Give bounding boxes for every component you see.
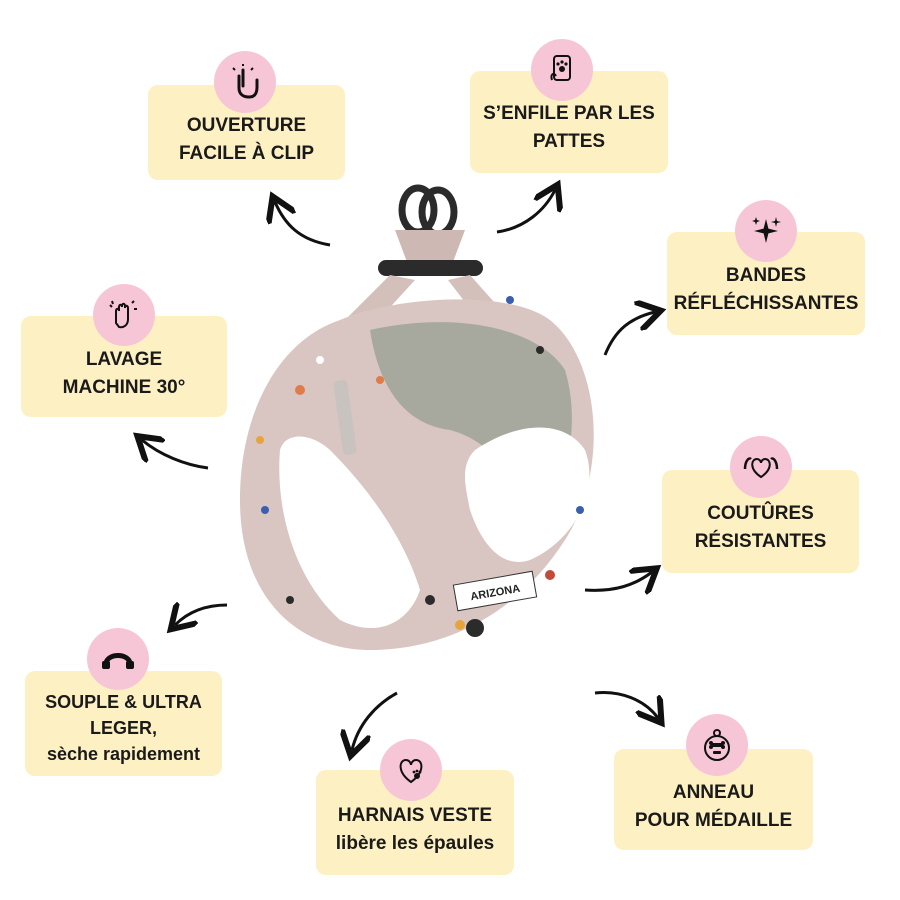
feature-light-line3: sèche rapidement — [46, 743, 201, 764]
arrow-wash — [142, 440, 209, 470]
heart-paw-icon — [380, 739, 442, 801]
feature-wash-line1: LAVAGE — [85, 348, 163, 370]
feature-clip-line1: OUVERTURE — [186, 114, 307, 136]
brand-tag — [452, 570, 538, 612]
feature-vest-line2: libère les épaules — [335, 832, 495, 854]
tag-ring — [466, 619, 484, 637]
tap-hand-icon — [214, 51, 276, 113]
feature-seams-line2: RÉSISTANTES — [694, 530, 827, 552]
feature-clip-line2: FACILE À CLIP — [178, 142, 315, 164]
flexible-band-icon — [87, 628, 149, 690]
feature-reflective-line2: RÉFLÉCHISSANTES — [673, 292, 859, 314]
paw-hand-icon — [531, 39, 593, 101]
washing-hand-icon — [93, 284, 155, 346]
feature-light-line2: LEGER, — [89, 717, 157, 738]
strong-heart-icon — [730, 436, 792, 498]
feature-vest-line1: HARNAIS VESTE — [337, 804, 493, 826]
arrow-ring — [594, 690, 658, 718]
feature-ring-line2: POUR MÉDAILLE — [634, 809, 793, 831]
feature-ring-line1: ANNEAU — [672, 781, 755, 803]
sparkle-icon — [735, 200, 797, 262]
arrow-vest — [352, 691, 398, 750]
heart-pattern — [256, 296, 584, 630]
feature-seams-line1: COUTÛRES — [707, 502, 814, 524]
feature-light-line1: SOUPLE & ULTRA — [45, 691, 202, 712]
feature-reflective-line1: BANDES — [725, 264, 807, 286]
bone-tag-icon — [686, 714, 748, 776]
feature-paws-line2: PATTES — [532, 131, 606, 152]
buckle — [378, 260, 483, 276]
feature-wash-line2: MACHINE 30° — [62, 376, 186, 398]
reflective-strip — [333, 379, 357, 456]
feature-card-seams: COUTÛRES RÉSISTANTES — [662, 470, 859, 573]
harness-product-image: ARIZONA — [240, 184, 594, 650]
feature-paws-line1: S’ENFILE PAR LES — [483, 103, 655, 124]
feature-card-wash: LAVAGE MACHINE 30° — [21, 316, 227, 417]
